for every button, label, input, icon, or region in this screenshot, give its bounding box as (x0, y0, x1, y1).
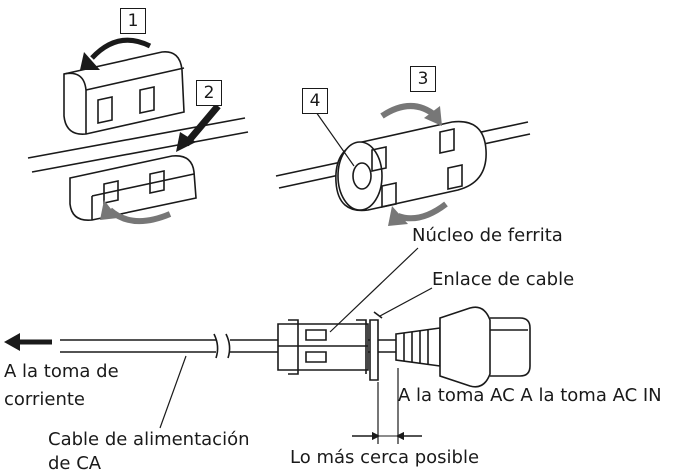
to-outlet-label-line2: corriente (4, 389, 86, 410)
step-1-box: 1 (120, 8, 146, 34)
ferrite-core-label: Núcleo de ferrita (412, 225, 563, 246)
opened-ferrite-core-illustration (27, 37, 249, 225)
closed-ferrite-core-illustration (275, 103, 531, 226)
ac-in-label: A la toma AC A la toma AC IN (398, 385, 662, 406)
to-outlet-label-line1: A la toma de (4, 361, 119, 382)
assembled-cable-illustration (4, 247, 531, 444)
step-3-box: 3 (410, 66, 436, 92)
as-close-as-possible-label: Lo más cerca posible (290, 447, 480, 468)
step-4-box: 4 (302, 88, 328, 114)
ac-cable-label-line1: Cable de alimentación (48, 429, 250, 450)
ac-cable-label-line2: de CA (48, 453, 102, 474)
cable-tie-label: Enlace de cable (432, 269, 575, 290)
step-2-box: 2 (196, 80, 222, 106)
